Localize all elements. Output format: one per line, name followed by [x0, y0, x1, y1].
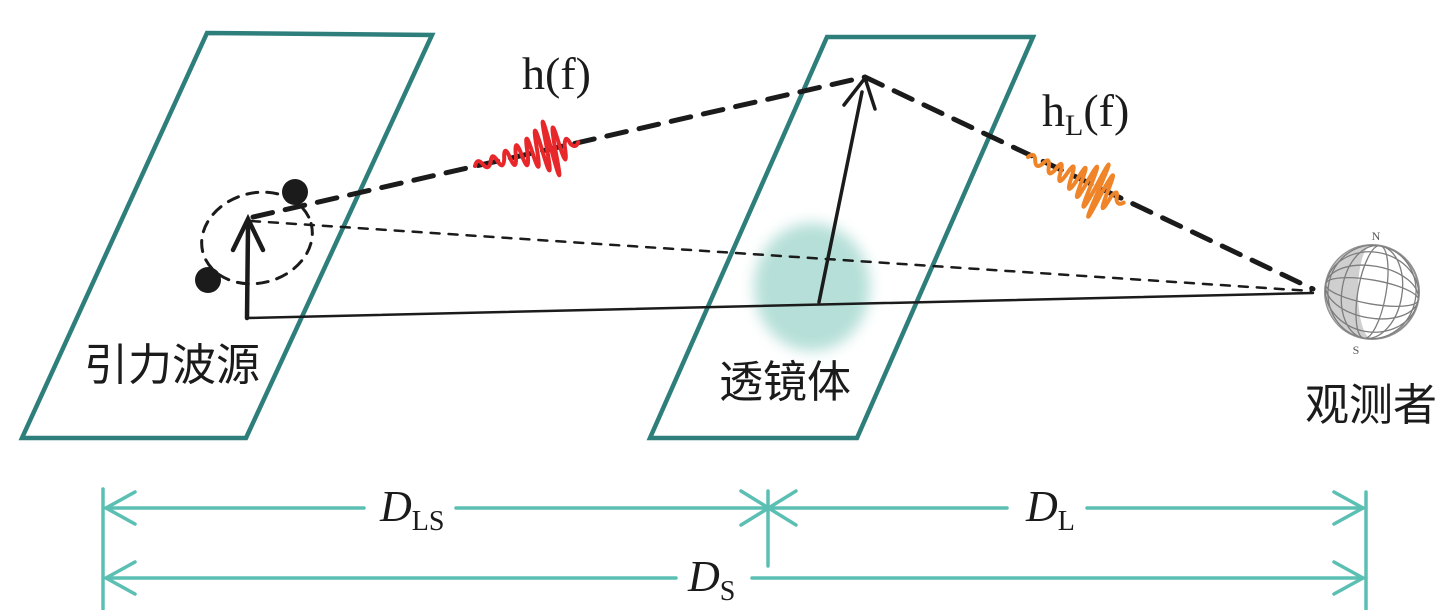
ds-subscript: S	[720, 576, 736, 607]
ds-base: D	[687, 552, 720, 601]
wave-lensed-base: h	[1042, 85, 1065, 136]
globe-shaded-hemisphere	[1325, 245, 1372, 339]
wave-lensed-rest: (f)	[1083, 85, 1129, 136]
dl-base: D	[1025, 482, 1058, 531]
dim-arrow-right-row2	[1332, 560, 1367, 596]
lens-mass-blob	[754, 223, 870, 351]
globe-south-label: S	[1353, 343, 1360, 357]
observer-globe: N S	[1324, 229, 1420, 357]
wave-lensed-subscript: L	[1065, 109, 1083, 142]
dls-subscript: LS	[412, 506, 445, 537]
baseline-axis	[245, 291, 1315, 320]
distance-annotations	[101, 487, 1368, 610]
chirp-lensed	[1026, 152, 1126, 219]
dim-arrow-left-row1	[102, 490, 137, 526]
lens-arrow-shaft	[817, 90, 864, 304]
binary-star-1	[282, 179, 308, 205]
dl-subscript: L	[1058, 506, 1075, 537]
dls-base: D	[379, 482, 412, 531]
source-plane-label: 引力波源	[84, 341, 260, 390]
distance-ds-label: DS	[687, 552, 735, 607]
source-arrow-head	[230, 213, 266, 253]
direct-sight-line	[249, 219, 1313, 293]
observer-label: 观测者	[1305, 381, 1437, 430]
dim-arrow-right-row1	[1332, 490, 1367, 526]
chirp-lensed-path	[1026, 152, 1126, 219]
binary-star-2	[195, 267, 221, 293]
chirp-unlensed-path	[473, 119, 581, 177]
lens-plane	[646, 34, 1037, 441]
source-arrow-shaft	[244, 223, 251, 321]
ray-geometry	[200, 74, 1316, 321]
globe-north-label: N	[1372, 229, 1381, 243]
distance-dls-label: DLS	[379, 482, 444, 537]
dim-arrow-left-row2	[102, 560, 137, 596]
source-plane	[18, 30, 436, 441]
binary-orbit	[200, 190, 314, 286]
lens-plane-label: 透镜体	[719, 358, 851, 407]
dim-arrow-mid-cross	[739, 489, 798, 527]
lens-arrow-head	[842, 74, 877, 111]
distance-dl-label: DL	[1025, 482, 1075, 537]
chirp-unlensed	[473, 119, 581, 177]
wave-lensed-label: hL(f)	[1042, 85, 1129, 142]
wave-unlensed-label: h(f)	[522, 48, 591, 99]
